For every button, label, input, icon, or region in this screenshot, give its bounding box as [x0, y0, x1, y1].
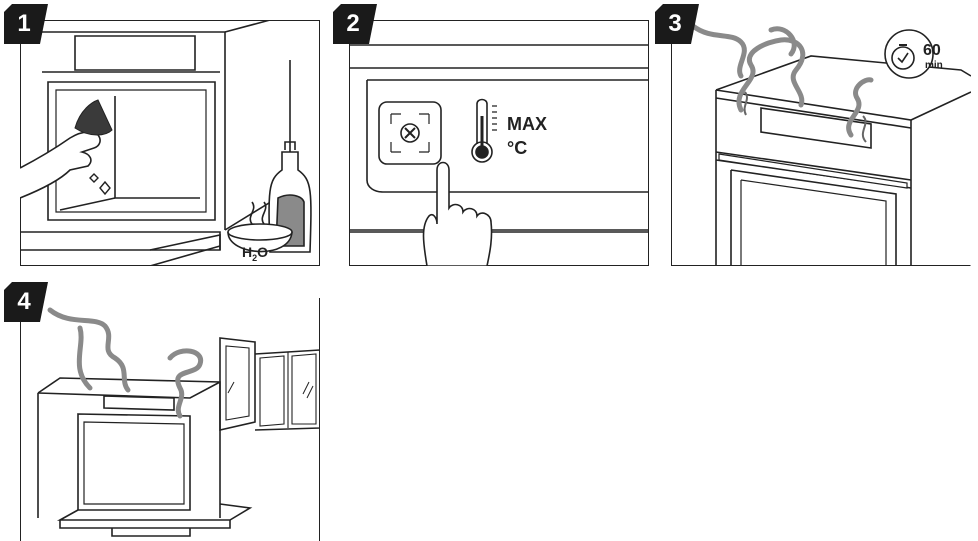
max-label: MAX: [507, 114, 547, 135]
step-4-badge: 4: [4, 282, 48, 322]
water-label-h: H: [242, 244, 252, 260]
step-3-panel: 60 min: [671, 20, 971, 266]
step-1-badge: 1: [4, 4, 48, 44]
step-2-badge: 2: [333, 4, 377, 44]
open-window-icon: [220, 338, 320, 430]
timer-unit: min: [925, 60, 943, 71]
thermometer-icon: [472, 100, 497, 163]
water-label: H2O: [242, 244, 268, 263]
sparkle-icon: [90, 174, 110, 194]
step-4-panel: [20, 298, 320, 541]
step-2-panel: MAX °C: [349, 20, 649, 266]
hand-icon: [20, 132, 100, 198]
step-3-badge: 3: [655, 4, 699, 44]
smoke-icon: [693, 26, 871, 135]
step-1-number: 1: [4, 4, 44, 44]
step-2-illustration: [349, 20, 649, 266]
oven-icon: [38, 378, 250, 536]
step-3-number: 3: [655, 4, 695, 44]
step-1-panel: H2O: [20, 20, 320, 266]
smoke-icon: [50, 310, 201, 416]
cloth-icon: [75, 100, 112, 135]
step-4-number: 4: [4, 282, 44, 322]
oven-icon: [716, 56, 971, 266]
water-label-o: O: [257, 244, 268, 260]
step-2-number: 2: [333, 4, 373, 44]
celsius-label: °C: [507, 138, 527, 159]
step-4-illustration: [20, 298, 320, 541]
timer-value: 60: [923, 42, 941, 60]
finger-press-icon: [424, 163, 492, 267]
step-1-illustration: [20, 20, 320, 266]
fan-button-icon: [379, 102, 441, 164]
